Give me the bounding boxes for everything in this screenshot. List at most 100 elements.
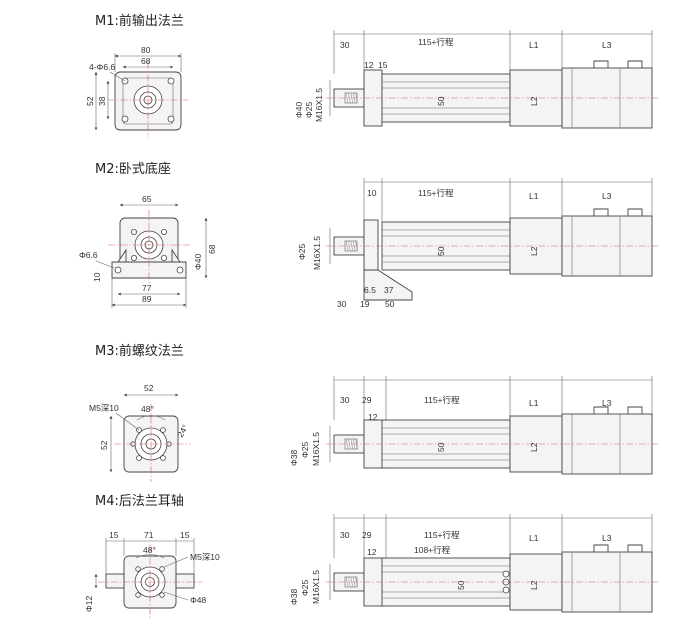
m1-dim-hole-span: 68 (141, 56, 151, 66)
m2-dim-89: 89 (142, 294, 152, 304)
section-title-m2: M2:卧式底座 (95, 161, 171, 177)
m4-side-l2: L2 (529, 580, 539, 590)
trunnion-pin (502, 586, 510, 594)
m2-side-mid: 50 (436, 246, 446, 256)
thread-hatch (345, 240, 349, 252)
m4-front-view: 15 71 15 48° M5深10 Φ12 Φ48 (84, 530, 220, 618)
m4-dim-angle: 48° (143, 545, 156, 555)
m3-side-phi38: Φ38 (289, 449, 299, 466)
trunnion-pin (502, 570, 510, 578)
m2-side-phi25: Φ25 (297, 243, 307, 260)
section-title-m1: M1:前输出法兰 (95, 13, 184, 29)
m3-side-thread: M16X1.5 (311, 432, 321, 466)
m1-side-dim-stroke: 115+行程 (418, 37, 454, 47)
section-title-m3: M3:前螺纹法兰 (95, 343, 184, 359)
section-title-m4: M4:后法兰耳轴 (95, 494, 184, 509)
motor-connector (593, 60, 609, 68)
m4-side-phi25: Φ25 (300, 579, 310, 596)
motor-connector (627, 544, 643, 552)
m2-side-view (326, 178, 660, 301)
m4-side-dim-29: 29 (362, 530, 372, 540)
m4-dim-71: 71 (144, 530, 154, 540)
m3-dim-thread: M5深10 (89, 403, 119, 413)
m3-side-dim-12: 12 (368, 412, 378, 422)
m3-side-l2: L2 (529, 442, 539, 452)
m2-side-dim-l1: L1 (529, 191, 539, 201)
m4-dim-15-right: 15 (180, 530, 190, 540)
m4-side-dim-12: 12 (367, 547, 377, 557)
m1-side-mid: 50 (436, 96, 446, 106)
m2-dim-thickness: 10 (92, 272, 102, 282)
m1-side-dim-15: 15 (378, 60, 388, 70)
m3-side-mid: 50 (436, 442, 446, 452)
m3-dim-width: 52 (144, 383, 154, 393)
m2-side-dim-6-5: 6.5 (364, 285, 376, 295)
motor-connector (627, 60, 643, 68)
m3-dim-height: 52 (99, 440, 109, 450)
m4-side-thread: M16X1.5 (311, 570, 321, 604)
m4-dim-15-left: 15 (109, 530, 119, 540)
m2-side-dim-l3: L3 (602, 191, 612, 201)
m4-side-phi38: Φ38 (289, 588, 299, 605)
m1-side-phi25: Φ25 (304, 101, 314, 118)
m2-dim-phi40: Φ40 (193, 253, 203, 270)
m2-dim-77: 77 (142, 283, 152, 293)
m2-front-view: 65 Φ6.6 10 77 89 Φ40 68 (79, 194, 217, 308)
thread-hatch (345, 576, 349, 588)
m3-side-dim-l1: L1 (529, 398, 539, 408)
m4-side-mid: 50 (456, 580, 466, 590)
m4-dim-thread: M5深10 (190, 552, 220, 562)
m2-dim-width: 65 (142, 194, 152, 204)
m3-side-dim-29: 29 (362, 395, 372, 405)
thread-hatch (345, 92, 349, 104)
m2-side-dim-30: 30 (337, 299, 347, 309)
foot-bracket (363, 269, 413, 301)
motor-connector (627, 208, 643, 216)
m2-dim-hole: Φ6.6 (79, 250, 98, 260)
thread-hatch (348, 438, 351, 450)
m1-front-view: 80 68 4-Φ6.6 52 38 (85, 45, 188, 138)
motor-connector (593, 406, 609, 414)
m1-side-l2: L2 (529, 96, 539, 106)
m1-side-dim-l1: L1 (529, 40, 539, 50)
m3-dim-angle: 48° (141, 404, 154, 414)
m3-side-dim-l3: L3 (602, 398, 612, 408)
m3-side-dim-stroke: 115+行程 (424, 395, 460, 405)
m4-side-dim-108: 108+行程 (414, 545, 451, 555)
m4-dim-phi48: Φ48 (190, 595, 207, 605)
m3-front-view: 52 M5深10 48° 24° 52 (89, 383, 190, 482)
thread-hatch (348, 576, 351, 588)
motor-connector (593, 544, 609, 552)
thread-hatch (348, 92, 351, 104)
m2-dim-68: 68 (207, 244, 217, 254)
m2-side-dim-50: 50 (385, 299, 395, 309)
m4-side-dim-l3: L3 (602, 533, 612, 543)
m4-side-dim-stroke: 115+行程 (424, 530, 460, 540)
m4-side-view (326, 514, 660, 613)
m2-side-thread: M16X1.5 (312, 236, 322, 270)
m2-side-dim-37: 37 (384, 285, 394, 295)
thread-hatch (345, 438, 349, 450)
m2-side-dim-10: 10 (367, 188, 377, 198)
m4-side-dim-l1: L1 (529, 533, 539, 543)
m1-side-dim-l3: L3 (602, 40, 612, 50)
m2-side-dim-19: 19 (360, 299, 370, 309)
m4-dim-phi12: Φ12 (84, 595, 94, 612)
motor-connector (627, 406, 643, 414)
m3-side-view (326, 376, 660, 475)
m1-side-dim-12: 12 (364, 60, 374, 70)
m1-dim-width: 80 (141, 45, 151, 55)
m3-side-phi25: Φ25 (300, 441, 310, 458)
m1-side-dim-30: 30 (340, 40, 350, 50)
m4-side-dim-30: 30 (340, 530, 350, 540)
m1-side-thread: M16X1.5 (314, 88, 324, 122)
m1-side-view (326, 30, 660, 129)
thread-hatch (348, 240, 351, 252)
motor-connector (593, 208, 609, 216)
m3-side-dim-30: 30 (340, 395, 350, 405)
m1-side-phi40: Φ40 (294, 101, 304, 118)
m2-side-dim-stroke: 115+行程 (418, 188, 454, 198)
m1-dim-holes: 4-Φ6.6 (89, 62, 115, 72)
m1-dim-height: 52 (85, 96, 95, 106)
